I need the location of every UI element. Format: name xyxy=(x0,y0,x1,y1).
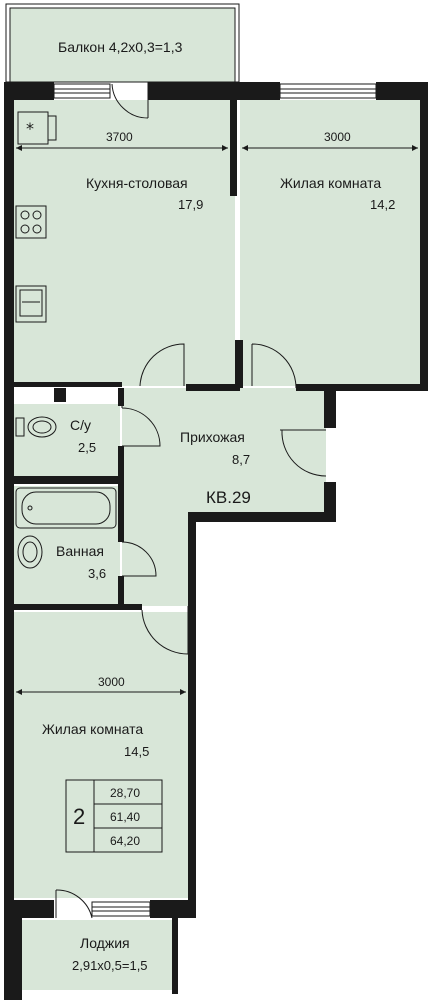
door-bathroom xyxy=(121,541,157,577)
bathtub-icon xyxy=(15,487,117,529)
dimension-lines xyxy=(16,145,418,695)
labels: Балкон 4,2х0,3=1,3 3700 3000 Кухня-столо… xyxy=(42,39,395,973)
living-bottom-floor xyxy=(12,612,190,898)
balcony-label: Балкон 4,2х0,3=1,3 xyxy=(58,39,183,55)
door-living-bottom xyxy=(141,606,189,655)
window-balcony xyxy=(53,83,111,99)
living-top-label: Жилая комната xyxy=(280,175,381,191)
bathroom-label: Ванная xyxy=(56,543,104,559)
kitchen-label: Кухня-столовая xyxy=(86,175,188,191)
toilet-label: С/у xyxy=(70,417,91,433)
kitchen-width-dimension: 3700 xyxy=(106,130,133,144)
toilet-area: 2,5 xyxy=(78,440,96,455)
living-area-value: 28,70 xyxy=(110,786,140,800)
hallway-area: 8,7 xyxy=(232,452,250,467)
door-living-top xyxy=(251,343,297,389)
stove-icon xyxy=(15,205,47,239)
toilet-icon xyxy=(15,416,57,438)
door-entrance xyxy=(280,429,327,477)
hallway-floor xyxy=(122,388,326,606)
loggia-formula: 2,91х0,5=1,5 xyxy=(72,958,148,973)
living-bottom-label: Жилая комната xyxy=(42,721,143,737)
total-with-balcony-value: 64,20 xyxy=(110,834,140,848)
kitchen-area: 17,9 xyxy=(178,197,203,212)
living-bottom-area: 14,5 xyxy=(124,744,149,759)
svg-text:*: * xyxy=(26,119,34,138)
area-summary-box: 2 28,70 61,40 64,20 xyxy=(65,779,163,853)
window-loggia xyxy=(91,901,151,917)
washbasin-icon xyxy=(17,535,43,569)
rooms-count: 2 xyxy=(73,804,85,829)
loggia-label: Лоджия xyxy=(80,935,130,951)
apartment-label: КВ.29 xyxy=(206,488,251,507)
windows xyxy=(53,83,377,917)
balcony-floor xyxy=(10,8,235,82)
loggia-floor xyxy=(22,920,172,990)
walls xyxy=(4,82,428,1000)
door-kitchen xyxy=(139,343,185,387)
sink-icon xyxy=(15,285,47,323)
toilet-floor xyxy=(12,404,120,476)
boiler-icon: * xyxy=(17,111,57,145)
living-bottom-width-dimension: 3000 xyxy=(98,675,125,689)
door-balcony xyxy=(110,81,149,119)
bathroom-area: 3,6 xyxy=(88,566,106,581)
hallway-label: Прихожая xyxy=(180,429,245,445)
fixtures: * xyxy=(15,111,117,569)
door-loggia xyxy=(55,889,93,919)
living-top-area: 14,2 xyxy=(370,197,395,212)
doors xyxy=(55,81,327,919)
window-living-top xyxy=(279,83,377,99)
total-area-value: 61,40 xyxy=(110,810,140,824)
door-toilet xyxy=(121,406,161,447)
living-top-width-dimension: 3000 xyxy=(324,130,351,144)
